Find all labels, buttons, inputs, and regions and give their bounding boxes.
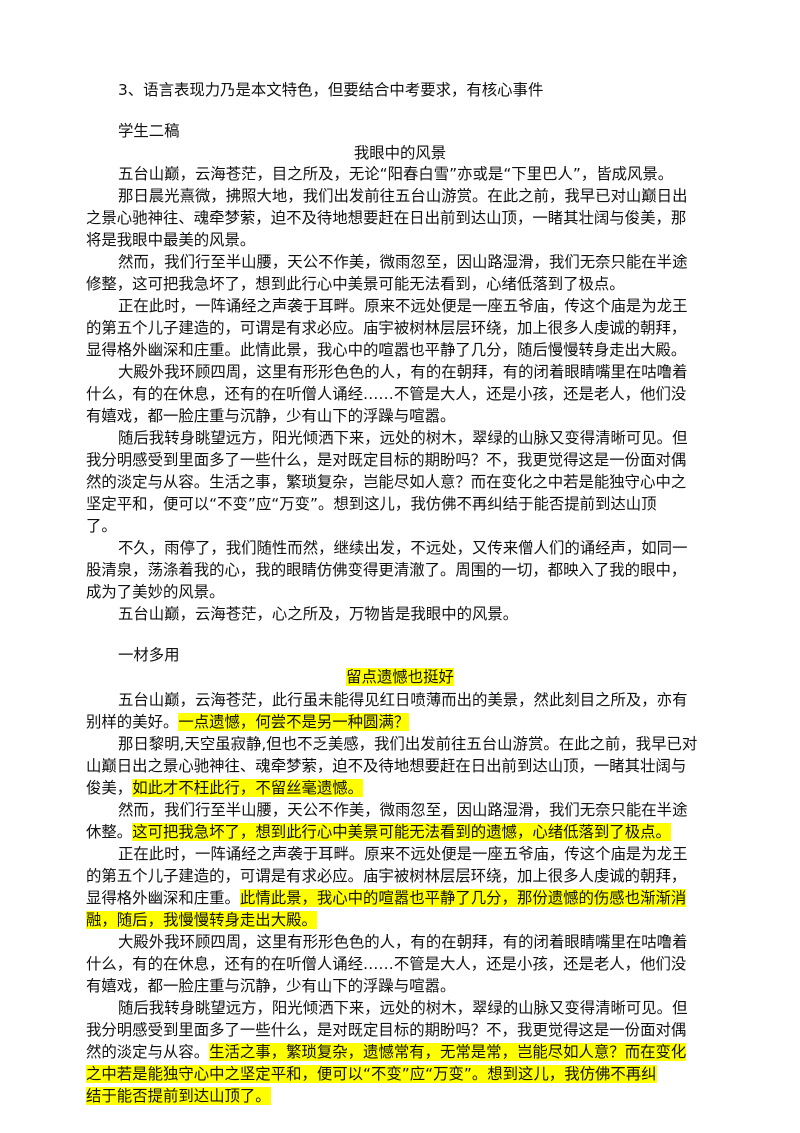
- reuse-line-highlight: 一点遗憾，何尝不是另一种圆满？: [178, 713, 410, 731]
- reuse-line: 什么，有的在休息，还有的在听僧人诵经……不管是大人，还是小孩，还是老人，他们没: [0, 954, 800, 974]
- draft2-line: 大殿外我环顾四周，这里有形形色色的人，有的在朝拜，有的闭着眼睛嘴里在咕噜着: [118, 363, 688, 381]
- reuse-line-text: 山巅日出之景心驰神往、魂牵梦萦，迫不及待地想要赶在日出前到达山顶，一睹其壮阔与: [86, 757, 687, 775]
- draft2-line: 将是我眼中最美的风景。: [86, 231, 256, 249]
- draft2-line: 修整，这可把我急坏了，想到此行心中美景可能无法看到，心绪低落到了极点。: [86, 275, 625, 293]
- reuse-line: 显得格外幽深和庄重。此情此景，我心中的喧嚣也平静了几分，那份遗憾的伤感也渐渐消: [0, 888, 800, 908]
- reuse-line-text: 然的淡定与从容。: [86, 1043, 210, 1061]
- reuse-line-text: 那日黎明,天空虽寂静,但也不乏美感，我们出发前往五台山游赏。在此之前，我早已对: [118, 735, 698, 753]
- reuse-line-text: 我分明感受到里面多了一些什么，是对既定目标的期盼吗？不，我更觉得这是一份面对偶: [86, 1021, 687, 1039]
- draft2-line: 之景心驰神往、魂牵梦萦，迫不及待地想要赶在日出前到达山顶，一睹其壮阔与俊美，那: [86, 209, 687, 227]
- draft2-line: 我分明感受到里面多了一些什么，是对既定目标的期盼吗？不，我更觉得这是一份面对偶: [86, 451, 687, 469]
- reuse-line-text: 什么，有的在休息，还有的在听僧人诵经……不管是大人，还是小孩，还是老人，他们没: [86, 955, 687, 973]
- draft2-line: 然而，我们行至半山腰，天公不作美，微雨忽至，因山路湿滑，我们无奈只能在半途: [118, 253, 688, 271]
- reuse-line: 融，随后，我慢慢转身走出大殿。: [0, 910, 800, 930]
- reuse-line: 休整。这可把我急坏了，想到此行心中美景可能无法看到的遗憾，心绪低落到了极点。: [0, 822, 800, 842]
- reuse-line: 正在此时，一阵诵经之声袭于耳畔。原来不远处便是一座五爷庙，传这个庙是为龙王: [0, 844, 800, 864]
- draft2-line: 随后我转身眺望远方，阳光倾洒下来，远处的树木，翠绿的山脉又变得清晰可见。但: [118, 429, 688, 447]
- reuse-line-highlight: 如此才不枉此行，不留丝毫遗憾。: [132, 779, 364, 797]
- reuse-line: 有嬉戏，都一脸庄重与沉静，少有山下的浮躁与喧嚣。: [0, 976, 800, 996]
- draft2-line: 的第五个儿子建造的，可谓是有求必应。庙宇被树林层层环绕，加上很多人虔诚的朝拜，: [86, 319, 687, 337]
- draft2-line: 不久，雨停了，我们随性而然，继续出发，不远处，又传来僧人们的诵经声，如同一: [118, 539, 688, 557]
- reuse-line: 别样的美好。一点遗憾，何尝不是另一种圆满？: [0, 712, 800, 732]
- reuse-line-text: 然而，我们行至半山腰，天公不作美，微雨忽至，因山路湿滑，我们无奈只能在半途: [118, 801, 688, 819]
- reuse-line-highlight: 之中若是能独守心中之坚定平和，便可以“不变”应“万变”。想到这儿，我仿佛不再纠: [86, 1065, 657, 1083]
- reuse-line-highlight: 这可把我急坏了，想到此行心中美景可能无法看到的遗憾，心绪低落到了极点。: [132, 823, 671, 841]
- draft2-line: 显得格外幽深和庄重。此情此景，我心中的喧嚣也平静了几分，随后慢慢转身走出大殿。: [86, 341, 687, 359]
- reuse-section-label: 一材多用: [118, 646, 180, 664]
- reuse-line-text: 正在此时，一阵诵经之声袭于耳畔。原来不远处便是一座五爷庙，传这个庙是为龙王: [118, 845, 688, 863]
- reuse-line-text: 俊美，: [86, 779, 133, 797]
- draft2-section-label: 学生二稿: [118, 122, 180, 140]
- reuse-line-text: 休整。: [86, 823, 133, 841]
- draft2-line: 然的淡定与从容。生活之事，繁琐复杂，岂能尽如人意？而在变化之中若是能独守心中之: [86, 473, 687, 491]
- draft2-line: 了。: [86, 517, 117, 535]
- reuse-line: 然而，我们行至半山腰，天公不作美，微雨忽至，因山路湿滑，我们无奈只能在半途: [0, 800, 800, 820]
- reuse-line: 之中若是能独守心中之坚定平和，便可以“不变”应“万变”。想到这儿，我仿佛不再纠: [0, 1064, 800, 1084]
- reuse-line: 结于能否提前到达山顶了。: [0, 1086, 800, 1106]
- reuse-line-highlight: 此情此景，我心中的喧嚣也平静了几分，那份遗憾的伤感也渐渐消: [239, 889, 687, 907]
- draft2-line: 股清泉，荡涤着我的心，我的眼睛仿佛变得更清澈了。周围的一切，都映入了我的眼中，: [86, 561, 687, 579]
- reuse-line-highlight: 结于能否提前到达山顶了。: [86, 1087, 271, 1105]
- reuse-line-highlight: 生活之事，繁琐复杂，遗憾常有，无常是常，岂能尽如人意？而在变化: [209, 1043, 687, 1061]
- reuse-title: 留点遗憾也挺好: [0, 667, 800, 687]
- reuse-line: 那日黎明,天空虽寂静,但也不乏美感，我们出发前往五台山游赏。在此之前，我早已对: [0, 734, 800, 754]
- reuse-line: 俊美，如此才不枉此行，不留丝毫遗憾。: [0, 778, 800, 798]
- draft2-line: 坚定平和，便可以“不变”应“万变”。想到这儿，我仿佛不再纠结于能否提前到达山顶: [86, 495, 657, 513]
- reuse-line-text: 的第五个儿子建造的，可谓是有求必应。庙宇被树林层层环绕，加上很多人虔诚的朝拜，: [86, 867, 687, 885]
- reuse-line: 五台山巅，云海苍茫，此行虽未能得见红日喷薄而出的美景，然此刻目之所及，亦有: [0, 690, 800, 710]
- draft2-line: 什么，有的在休息，还有的在听僧人诵经……不管是大人，还是小孩，还是老人，他们没: [86, 385, 687, 403]
- reuse-line: 然的淡定与从容。生活之事，繁琐复杂，遗憾常有，无常是常，岂能尽如人意？而在变化: [0, 1042, 800, 1062]
- reuse-line: 大殿外我环顾四周，这里有形形色色的人，有的在朝拜，有的闭着眼睛嘴里在咕噜着: [0, 932, 800, 952]
- intro-note: 3、语言表现力乃是本文特色，但要结合中考要求，有核心事件: [118, 81, 544, 99]
- reuse-line-text: 显得格外幽深和庄重。: [86, 889, 240, 907]
- reuse-line-text: 五台山巅，云海苍茫，此行虽未能得见红日喷薄而出的美景，然此刻目之所及，亦有: [118, 691, 688, 709]
- reuse-line-highlight: 融，随后，我慢慢转身走出大殿。: [86, 911, 317, 929]
- reuse-line: 随后我转身眺望远方，阳光倾洒下来，远处的树木，翠绿的山脉又变得清晰可见。但: [0, 998, 800, 1018]
- draft2-line: 正在此时，一阵诵经之声袭于耳畔。原来不远处便是一座五爷庙，传这个庙是为龙王: [118, 297, 688, 315]
- draft2-line: 成为了美妙的风景。: [86, 583, 225, 601]
- reuse-line-text: 有嬉戏，都一脸庄重与沉静，少有山下的浮躁与喧嚣。: [86, 977, 456, 995]
- draft2-line: 五台山巅，云海苍茫，心之所及，万物皆是我眼中的风景。: [118, 605, 519, 623]
- reuse-line: 的第五个儿子建造的，可谓是有求必应。庙宇被树林层层环绕，加上很多人虔诚的朝拜，: [0, 866, 800, 886]
- draft2-title: 我眼中的风景: [353, 144, 447, 162]
- reuse-line: 山巅日出之景心驰神往、魂牵梦萦，迫不及待地想要赶在日出前到达山顶，一睹其壮阔与: [0, 756, 800, 776]
- reuse-title-highlight: 留点遗憾也挺好: [346, 668, 454, 686]
- reuse-line-text: 大殿外我环顾四周，这里有形形色色的人，有的在朝拜，有的闭着眼睛嘴里在咕噜着: [118, 933, 688, 951]
- draft2-line: 五台山巅，云海苍茫，目之所及，无论“阳春白雪”亦或是“下里巴人”，皆成风景。: [118, 165, 674, 183]
- reuse-line: 我分明感受到里面多了一些什么，是对既定目标的期盼吗？不，我更觉得这是一份面对偶: [0, 1020, 800, 1040]
- reuse-line-text: 随后我转身眺望远方，阳光倾洒下来，远处的树木，翠绿的山脉又变得清晰可见。但: [118, 999, 688, 1017]
- draft2-line: 有嬉戏，都一脸庄重与沉静，少有山下的浮躁与喧嚣。: [86, 407, 456, 425]
- draft2-line: 那日晨光熹微，拂照大地，我们出发前往五台山游赏。在此之前，我早已对山巅日出: [118, 187, 688, 205]
- reuse-line-text: 别样的美好。: [86, 713, 179, 731]
